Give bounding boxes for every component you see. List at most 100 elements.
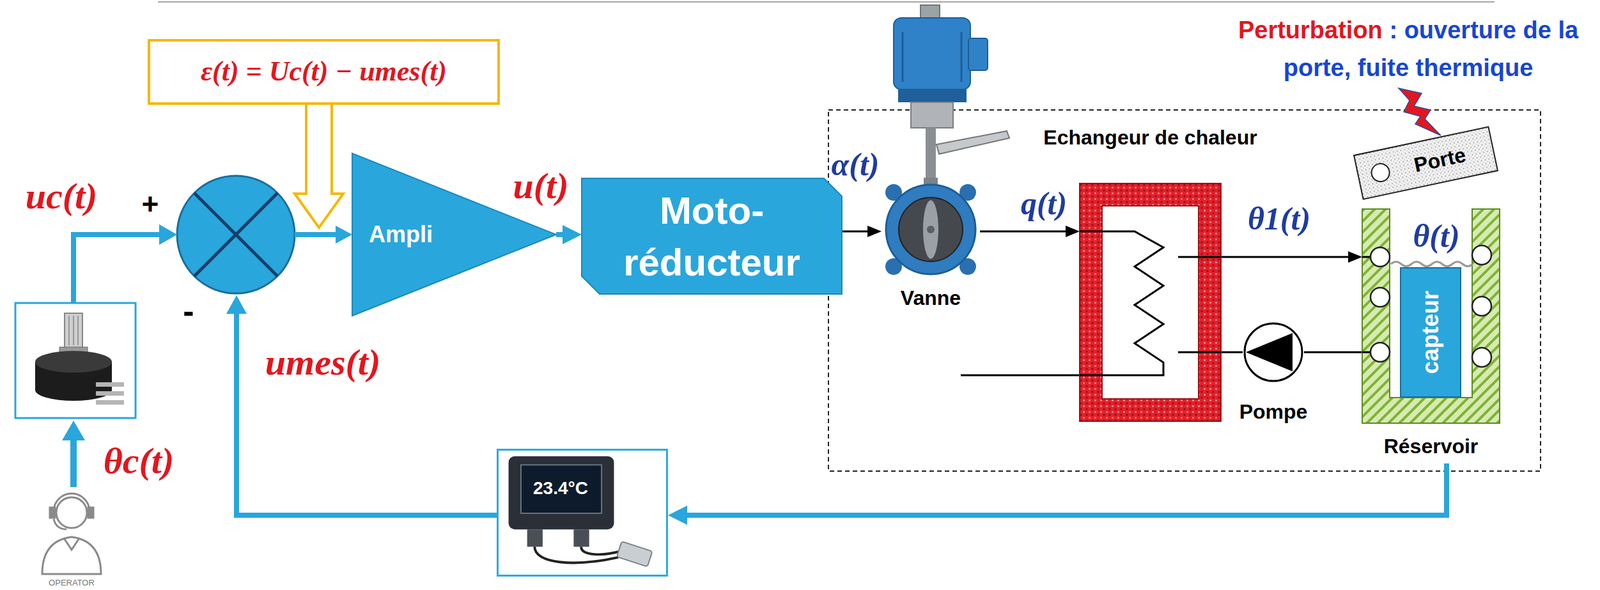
- temperature-display-shape-part-part: [616, 541, 653, 567]
- signal-wires-part: [236, 311, 497, 516]
- arrowhead: [667, 505, 688, 525]
- heat-exchanger: Echangeur de chaleur: [1079, 183, 1221, 422]
- signal-wires-part: [294, 232, 339, 238]
- arrowhead: [867, 225, 882, 238]
- door-box-shape-part: [1353, 126, 1498, 199]
- connector-line: [979, 230, 1071, 233]
- valve-node-shape-part: [923, 200, 939, 259]
- arrowhead: [562, 225, 582, 245]
- valve-actuator-part: [910, 102, 954, 128]
- potentiometer-part: [68, 315, 70, 346]
- signal-wires-part: [62, 420, 86, 441]
- tank-shape-part: [1370, 287, 1390, 307]
- tank-shape-part: [1370, 342, 1390, 362]
- potentiometer: [15, 302, 136, 419]
- comparator-part: [194, 193, 278, 277]
- operator-icon-part: [56, 497, 87, 529]
- signal-wires-part: [226, 295, 247, 314]
- valve-actuator-part: [901, 31, 904, 82]
- signal-label: q(t): [1020, 185, 1067, 223]
- temperature-display-shape-part: [573, 529, 589, 547]
- connector: [556, 225, 582, 245]
- connector: [667, 463, 1447, 525]
- sum-sign: +: [141, 187, 160, 222]
- tank-shape-part: [1472, 347, 1492, 367]
- motor-label: Moto- réducteur: [588, 184, 836, 289]
- connector: [1220, 251, 1363, 263]
- arrowhead: [1348, 251, 1363, 263]
- connector-line: [1220, 256, 1353, 259]
- motor-box-shape-part: [581, 178, 842, 295]
- arrowhead: [1065, 225, 1080, 238]
- connector-line: [681, 463, 1447, 516]
- potentiometer-part: [95, 400, 125, 405]
- potentiometer-part: [77, 315, 79, 346]
- temperature-display-shape: [498, 450, 667, 575]
- primary-return-pipe: [960, 374, 1080, 377]
- operator-icon: [42, 493, 101, 575]
- error-equation: ε(t) = Uc(t) − umes(t): [200, 54, 447, 89]
- valve-actuator-part: [960, 31, 963, 82]
- motor-box: Moto- réducteur: [581, 178, 842, 295]
- heat-exchanger-shape-part: [1079, 231, 1164, 376]
- valve-node: Vanne: [881, 180, 980, 279]
- pump-symbol: Pompe: [1242, 321, 1305, 383]
- valve-label: Vanne: [900, 285, 961, 311]
- signal-label: θ(t): [1412, 217, 1460, 256]
- operator-icon-part: [53, 519, 67, 530]
- signal-wires-part: [159, 224, 178, 245]
- operator-icon-part: [42, 536, 101, 575]
- pump-symbol-shape-part: [1245, 333, 1293, 372]
- valve-actuator-part: [898, 89, 967, 103]
- temperature-display-shape-part: [527, 529, 543, 547]
- valve-actuator-part: [893, 17, 971, 90]
- connector: [979, 225, 1080, 238]
- callout-arrow: [294, 102, 344, 228]
- tank-shape-part: [1390, 262, 1473, 267]
- tank-label: Réservoir: [1383, 434, 1479, 459]
- tank-shape-part: [1472, 296, 1492, 316]
- heat-exchanger-shape-part: [1178, 351, 1221, 354]
- operator-icon-part: [88, 507, 94, 518]
- heat-exchanger-shape: [1079, 183, 1221, 422]
- valve-actuator-part: [936, 131, 1010, 155]
- tank-shape-part: [1362, 256, 1371, 259]
- operator-icon-part: [63, 538, 80, 550]
- temperature-display-shape-part: [520, 464, 602, 514]
- callout-box: ε(t) = Uc(t) − umes(t): [147, 38, 500, 105]
- connector: [1304, 352, 1363, 353]
- temperature-display-shape-part: [616, 541, 653, 567]
- potentiometer-part: [15, 302, 136, 419]
- pump-label: Pompe: [1239, 399, 1308, 424]
- potentiometer-part: [35, 350, 112, 373]
- door-box-shape-part: [1369, 161, 1391, 183]
- connector-line: [1220, 351, 1243, 354]
- signal-label: uc(t): [25, 175, 98, 218]
- display-reading: 23.4°C: [533, 477, 589, 500]
- lightning-bolt: [1398, 88, 1441, 136]
- sensor-box: capteur: [1399, 267, 1462, 398]
- system-boundary: [828, 109, 1541, 472]
- signal-label: umes(t): [265, 341, 381, 385]
- comparator: [177, 175, 295, 294]
- tank-shape-part: [1472, 245, 1492, 265]
- temperature-display: 23.4°C: [496, 448, 668, 577]
- operator-icon-part: [49, 507, 55, 518]
- temperature-display-shape-part: [581, 546, 621, 555]
- valve-node-shape-part: [885, 184, 976, 275]
- tank-shape-part: [1362, 209, 1500, 424]
- exchanger-label: Echangeur de chaleur: [1043, 125, 1257, 150]
- operator-icon-part: [53, 493, 90, 512]
- signal-label: u(t): [513, 164, 569, 208]
- connector-line: [841, 230, 872, 233]
- potentiometer-part: [95, 391, 125, 396]
- amplifier-label: Ampli: [368, 220, 433, 249]
- connector-line: [1304, 351, 1363, 354]
- tank-shape-part: [1362, 351, 1371, 354]
- valve-actuator: [893, 5, 1010, 182]
- tank-shape-part: [1370, 247, 1390, 267]
- signal-label: θc(t): [103, 439, 175, 483]
- potentiometer-part: [72, 315, 75, 346]
- signal-wires-part: [73, 234, 162, 303]
